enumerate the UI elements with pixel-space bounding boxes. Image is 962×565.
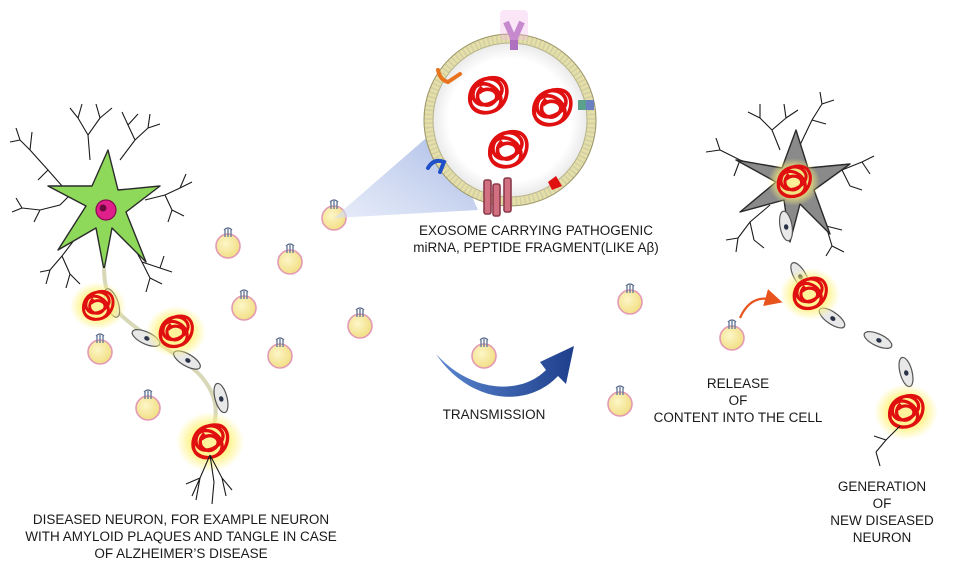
release-label-line3: CONTENT INTO THE CELL	[653, 410, 823, 425]
new-diseased-neuron-icon	[705, 91, 938, 467]
release-label-line1: RELEASE	[706, 376, 770, 391]
diseased-neuron-label: DISEASED NEURON, FOR EXAMPLE NEURON WITH…	[2, 511, 360, 562]
receptor-icon	[500, 10, 528, 50]
generation-label-line4: NEURON	[852, 530, 912, 545]
exosome-detail-icon	[423, 10, 597, 217]
diseased-neuron-icon	[9, 103, 244, 505]
transmission-label: TRANSMISSION	[430, 406, 558, 423]
release-label: RELEASE OF CONTENT INTO THE CELL	[636, 375, 840, 426]
diseased-label-line3: OF ALZHEIMER’S DISEASE	[94, 546, 268, 561]
generation-label-line1: GENERATION	[837, 479, 927, 494]
transmission-label-text: TRANSMISSION	[442, 407, 546, 422]
diseased-label-line1: DISEASED NEURON, FOR EXAMPLE NEURON	[32, 512, 330, 527]
exosome-label-line2: miRNA, PEPTIDE FRAGMENT(LIKE Aβ)	[413, 240, 659, 255]
release-arrow-icon	[738, 289, 783, 319]
release-label-line2: OF	[728, 393, 748, 408]
exosome-label-line1: EXOSOME CARRYING PATHOGENIC	[418, 223, 654, 238]
generation-label: GENERATION OF NEW DISEASED NEURON	[822, 478, 942, 546]
generation-label-line3: NEW DISEASED	[830, 513, 934, 528]
diseased-label-line2: WITH AMYLOID PLAQUES AND TANGLE IN CASE	[25, 529, 337, 544]
generation-label-line2: OF	[872, 496, 892, 511]
transmission-arrow-icon	[436, 346, 574, 397]
exosome-label: EXOSOME CARRYING PATHOGENIC miRNA, PEPTI…	[378, 222, 694, 256]
